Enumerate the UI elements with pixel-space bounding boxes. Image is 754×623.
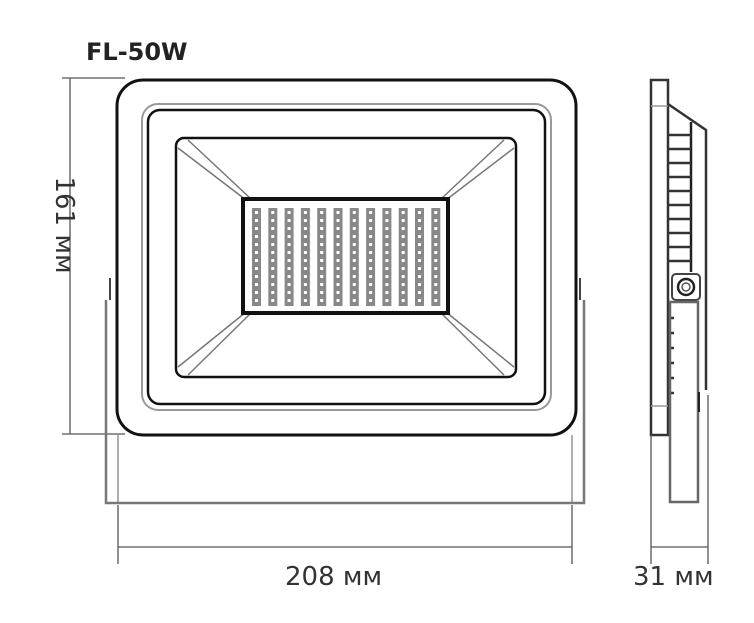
width-dimension-line [117, 505, 573, 564]
depth-label: 31 мм [633, 562, 714, 592]
depth-dimension-line [650, 395, 709, 564]
side-view [649, 78, 708, 504]
height-dimension-line [62, 77, 125, 435]
height-label: 161 мм [49, 176, 79, 274]
width-label: 208 мм [285, 562, 383, 592]
mounting-bracket [104, 278, 586, 505]
front-housing [115, 78, 578, 437]
led-array [252, 208, 441, 306]
model-title: FL-50W [86, 38, 188, 66]
